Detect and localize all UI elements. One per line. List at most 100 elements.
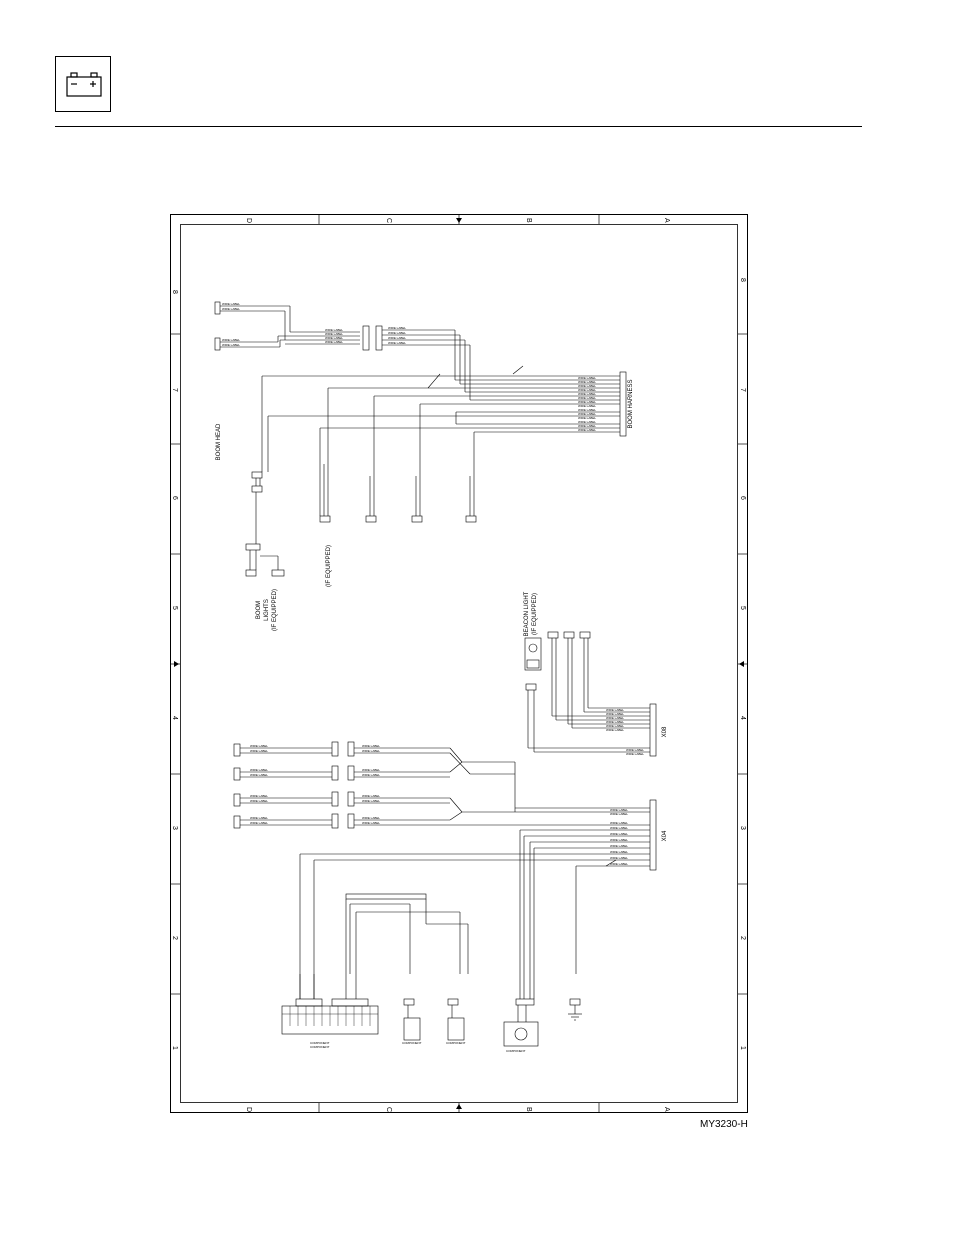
bottom-components <box>281 893 582 1047</box>
svg-text:WIRE LABEL: WIRE LABEL <box>578 404 596 408</box>
svg-text:WIRE LABEL: WIRE LABEL <box>250 794 268 798</box>
svg-text:WIRE LABEL: WIRE LABEL <box>388 331 406 335</box>
svg-text:WIRE LABEL: WIRE LABEL <box>578 400 596 404</box>
if-equipped-label: (IF EQUIPPED) <box>326 545 332 587</box>
svg-text:WIRE LABEL: WIRE LABEL <box>250 768 268 772</box>
svg-text:WIRE LABEL: WIRE LABEL <box>250 773 268 777</box>
svg-text:WIRE LABEL: WIRE LABEL <box>388 336 406 340</box>
svg-text:WIRE LABEL: WIRE LABEL <box>250 799 268 803</box>
left-group-connectors <box>233 741 657 999</box>
svg-text:WIRE LABEL: WIRE LABEL <box>610 844 628 848</box>
svg-text:WIRE LABEL: WIRE LABEL <box>362 749 380 753</box>
svg-text:WIRE LABEL: WIRE LABEL <box>610 821 628 825</box>
svg-text:WIRE LABEL: WIRE LABEL <box>578 420 596 424</box>
svg-text:WIRE LABEL: WIRE LABEL <box>325 328 343 332</box>
x08-label: X08 <box>662 726 668 737</box>
zone-row-left-2: 7 <box>171 388 178 392</box>
zone-ticks <box>170 214 748 1113</box>
zone-col-bottom-3: B <box>525 1107 532 1112</box>
zone-row-right-4: 5 <box>739 606 746 610</box>
svg-text:WIRE LABEL: WIRE LABEL <box>250 749 268 753</box>
drawing-id: MY3230-H <box>700 1119 748 1130</box>
svg-text:WIRE LABEL: WIRE LABEL <box>610 832 628 836</box>
svg-text:WIRE LABEL: WIRE LABEL <box>222 338 240 342</box>
svg-text:WIRE LABEL: WIRE LABEL <box>222 302 240 306</box>
boom-lights-label-2: LIGHTS <box>264 599 270 621</box>
zone-row-left-5: 4 <box>171 716 178 720</box>
svg-text:COMPONENT: COMPONENT <box>310 1041 330 1045</box>
zone-col-bottom-2: C <box>385 1107 392 1112</box>
beacon-light-label: BEACON LIGHT <box>524 591 530 636</box>
svg-text:WIRE LABEL: WIRE LABEL <box>578 384 596 388</box>
svg-text:WIRE LABEL: WIRE LABEL <box>578 428 596 432</box>
svg-text:WIRE LABEL: WIRE LABEL <box>250 821 268 825</box>
boom-harness-wiring <box>261 330 627 516</box>
beacon-light-wiring <box>524 631 657 757</box>
svg-text:WIRE LABEL: WIRE LABEL <box>578 416 596 420</box>
svg-text:WIRE LABEL: WIRE LABEL <box>388 341 406 345</box>
svg-text:WIRE LABEL: WIRE LABEL <box>606 712 624 716</box>
zone-col-bottom-4: A <box>663 1107 670 1112</box>
battery-icon-box <box>55 56 111 112</box>
svg-text:WIRE LABEL: WIRE LABEL <box>362 768 380 772</box>
zone-row-right-7: 2 <box>739 936 746 940</box>
center-marks <box>174 218 744 1109</box>
svg-text:WIRE LABEL: WIRE LABEL <box>578 424 596 428</box>
x04-label: X04 <box>662 830 668 841</box>
svg-text:COMPONENT: COMPONENT <box>310 1045 330 1049</box>
svg-text:WIRE LABEL: WIRE LABEL <box>578 408 596 412</box>
svg-text:WIRE LABEL: WIRE LABEL <box>610 862 628 866</box>
boom-head-connectors <box>245 464 477 577</box>
boom-lights-label-1: BOOM <box>256 601 262 619</box>
svg-text:WIRE LABEL: WIRE LABEL <box>578 396 596 400</box>
top-left-connectors <box>214 301 470 351</box>
svg-text:WIRE LABEL: WIRE LABEL <box>325 336 343 340</box>
zone-row-left-8: 1 <box>171 1046 178 1050</box>
wiring-diagram: D C B A D C B A 8 7 6 5 4 3 2 1 8 7 6 5 … <box>170 214 748 1113</box>
svg-text:WIRE LABEL: WIRE LABEL <box>606 716 624 720</box>
svg-text:WIRE LABEL: WIRE LABEL <box>362 799 380 803</box>
zone-col-top-1: D <box>245 218 252 223</box>
svg-text:WIRE LABEL: WIRE LABEL <box>362 816 380 820</box>
zone-row-right-6: 3 <box>739 826 746 830</box>
zone-col-bottom-1: D <box>245 1107 252 1112</box>
zone-row-right-1: 8 <box>739 278 746 282</box>
svg-text:WIRE LABEL: WIRE LABEL <box>626 748 644 752</box>
svg-text:WIRE LABEL: WIRE LABEL <box>578 388 596 392</box>
boom-head-label: BOOM HEAD <box>216 423 222 460</box>
svg-text:WIRE LABEL: WIRE LABEL <box>610 808 628 812</box>
svg-text:WIRE LABEL: WIRE LABEL <box>325 340 343 344</box>
svg-text:WIRE LABEL: WIRE LABEL <box>610 850 628 854</box>
boom-lights-label-3: (IF EQUIPPED) <box>272 589 278 631</box>
svg-text:COMPONENT: COMPONENT <box>446 1041 466 1045</box>
svg-text:WIRE LABEL: WIRE LABEL <box>610 826 628 830</box>
boom-harness-label: BOOM HARNESS <box>628 379 634 428</box>
svg-text:WIRE LABEL: WIRE LABEL <box>610 812 628 816</box>
zone-row-left-6: 3 <box>171 826 178 830</box>
svg-text:WIRE LABEL: WIRE LABEL <box>578 412 596 416</box>
svg-text:WIRE LABEL: WIRE LABEL <box>610 856 628 860</box>
svg-text:COMPONENT: COMPONENT <box>506 1049 526 1053</box>
svg-text:WIRE LABEL: WIRE LABEL <box>250 744 268 748</box>
svg-text:WIRE LABEL: WIRE LABEL <box>222 307 240 311</box>
svg-text:WIRE LABEL: WIRE LABEL <box>578 392 596 396</box>
svg-text:WIRE LABEL: WIRE LABEL <box>222 343 240 347</box>
svg-text:WIRE LABEL: WIRE LABEL <box>250 816 268 820</box>
header-rule <box>55 126 862 127</box>
zone-col-top-3: B <box>525 218 532 223</box>
zone-row-left-7: 2 <box>171 936 178 940</box>
svg-text:COMPONENT: COMPONENT <box>402 1041 422 1045</box>
beacon-if-equipped-label: (IF EQUIPPED) <box>532 593 538 635</box>
svg-text:WIRE LABEL: WIRE LABEL <box>388 326 406 330</box>
zone-row-right-8: 1 <box>739 1046 746 1050</box>
zone-row-right-2: 7 <box>739 388 746 392</box>
zone-row-right-5: 4 <box>739 716 746 720</box>
svg-text:WIRE LABEL: WIRE LABEL <box>606 708 624 712</box>
svg-text:WIRE LABEL: WIRE LABEL <box>362 744 380 748</box>
svg-text:WIRE LABEL: WIRE LABEL <box>610 838 628 842</box>
svg-text:WIRE LABEL: WIRE LABEL <box>578 380 596 384</box>
svg-text:WIRE LABEL: WIRE LABEL <box>578 376 596 380</box>
svg-text:WIRE LABEL: WIRE LABEL <box>606 720 624 724</box>
svg-text:WIRE LABEL: WIRE LABEL <box>362 794 380 798</box>
svg-text:WIRE LABEL: WIRE LABEL <box>606 728 624 732</box>
